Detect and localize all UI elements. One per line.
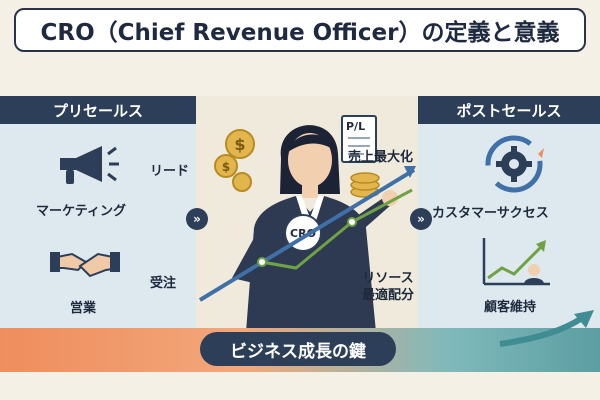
resource-allocation-label: リソース 最適配分 xyxy=(362,271,415,303)
svg-text:$: $ xyxy=(222,160,230,174)
chevron-right-icon-2: » xyxy=(410,208,432,230)
gear-cycle-icon xyxy=(485,135,544,193)
presales-panel xyxy=(0,96,196,334)
sales-label: 営業 xyxy=(70,301,97,316)
growth-chart-icon xyxy=(482,238,550,286)
customer-success-label: カスタマーサクセス xyxy=(432,206,549,221)
cro-badge-label: CRO xyxy=(290,226,316,240)
postsales-panel xyxy=(418,96,600,334)
postsales-header: ポストセールス xyxy=(418,96,600,124)
megaphone-icon xyxy=(60,146,119,184)
presales-header: プリセールス xyxy=(0,96,196,124)
bottom-banner: ビジネス成長の鍵 xyxy=(200,332,396,366)
customer-retention-label: 顧客維持 xyxy=(484,300,537,315)
handshake-icon xyxy=(50,252,120,278)
page-title: CRO（Chief Revenue Officer）の定義と意義 xyxy=(40,20,560,46)
order-label: 受注 xyxy=(150,276,177,291)
pl-document-icon xyxy=(341,115,377,163)
title-bar: CRO（Chief Revenue Officer）の定義と意義 xyxy=(14,8,586,52)
revenue-max-label: 売上最大化 xyxy=(348,150,414,165)
svg-text:$: $ xyxy=(234,135,245,154)
pl-label: P/L xyxy=(346,120,366,133)
bottom-arrow-icon xyxy=(499,310,594,347)
bottom-banner-label: ビジネス成長の鍵 xyxy=(230,341,366,362)
chevron-right-icon: » xyxy=(186,208,208,230)
coin-stack-icon xyxy=(350,172,380,198)
coins-icon: $ $ xyxy=(214,129,255,192)
lead-label: リード xyxy=(150,164,190,179)
marketing-label: マーケティング xyxy=(36,204,126,219)
